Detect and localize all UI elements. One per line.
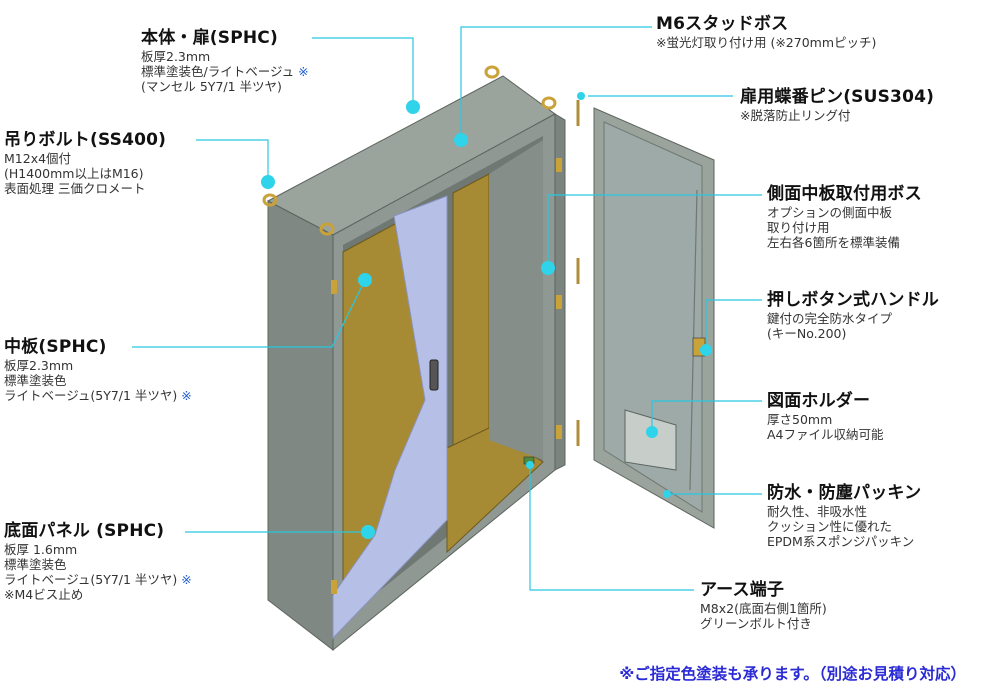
leader-line bbox=[705, 299, 762, 350]
callout-body-door: 本体・扉(SPHC) 板厚2.3mm 標準塗装色/ライトベージュ ※ (マンセル… bbox=[141, 28, 309, 94]
callout-title: 側面中板取付用ボス bbox=[767, 184, 922, 204]
callout-line-text: 標準塗装色/ライトベージュ bbox=[141, 63, 295, 79]
note-mark: ※ bbox=[181, 572, 192, 588]
callout-line: 標準塗装色 bbox=[4, 556, 67, 572]
inner-right-wall bbox=[489, 140, 543, 460]
callout-line: グリーンボルト付き bbox=[700, 615, 812, 631]
bolt-icon bbox=[484, 65, 500, 79]
callout-hanging-bolt: 吊りボルト(SS400) M12x4個付 (H1400mm以上はM16) 表面処… bbox=[4, 130, 166, 196]
callout-line: 標準塗装色/ライトベージュ ※ bbox=[141, 64, 309, 79]
callout-earth: アース端子 M8x2(底面右側1箇所) グリーンボルト付き bbox=[700, 580, 827, 631]
callout-dot bbox=[526, 461, 534, 469]
callout-title: 中板(SPHC) bbox=[4, 337, 107, 357]
callout-line: M12x4個付 bbox=[4, 150, 72, 166]
callout-title: アース端子 bbox=[700, 580, 785, 600]
callout-line: クッション性に優れた bbox=[767, 518, 893, 534]
callout-line: ※脱落防止リング付 bbox=[740, 107, 851, 123]
callout-line: EPDM系スポンジパッキン bbox=[767, 534, 915, 550]
leader-line bbox=[196, 139, 269, 182]
callout-dot bbox=[261, 175, 275, 189]
callout-dot bbox=[700, 344, 712, 356]
leader-line bbox=[312, 37, 414, 107]
callout-title: 吊りボルト(SS400) bbox=[4, 130, 167, 150]
callout-line: (H1400mm以上はM16) bbox=[4, 165, 144, 181]
drawing-holder bbox=[624, 409, 677, 471]
outer-door bbox=[593, 107, 715, 529]
footer-note: ※ご指定色塗装も承ります。（別途お見積り対応） bbox=[619, 665, 966, 683]
callout-line: 板厚 1.6mm bbox=[4, 541, 78, 557]
note-mark: ※ bbox=[181, 388, 192, 404]
note-mark: ※ bbox=[298, 63, 309, 79]
callout-dots bbox=[261, 92, 712, 539]
callout-dot bbox=[406, 100, 420, 114]
callout-title: 防水・防塵パッキン bbox=[767, 483, 922, 503]
hinge-icon bbox=[331, 280, 337, 294]
hinge-icon bbox=[331, 580, 337, 594]
leader-line bbox=[529, 465, 694, 591]
callout-dot bbox=[361, 525, 375, 539]
callout-title: 図面ホルダー bbox=[767, 391, 871, 411]
callout-stud-boss: M6スタッドボス ※蛍光灯取り付け用 (※270mmピッチ) bbox=[656, 14, 876, 50]
callout-handle: 押しボタン式ハンドル 鍵付の完全防水タイプ (キーNo.200) bbox=[767, 290, 939, 341]
callout-dot bbox=[663, 490, 671, 498]
callout-title: 底面パネル (SPHC) bbox=[4, 521, 165, 541]
callout-dot bbox=[577, 92, 585, 100]
callout-line: A4ファイル収納可能 bbox=[767, 426, 884, 442]
callout-line: ライトベージュ(5Y7/1 半ツヤ) ※ bbox=[4, 388, 192, 403]
callout-line-text: ライトベージュ(5Y7/1 半ツヤ) bbox=[4, 572, 178, 588]
callout-dot bbox=[541, 261, 555, 275]
callout-line: 板厚2.3mm bbox=[141, 48, 211, 64]
latch-icon bbox=[429, 359, 439, 391]
callout-line: ライトベージュ(5Y7/1 半ツヤ) ※ bbox=[4, 572, 192, 587]
bolt-icon bbox=[541, 96, 557, 110]
callout-line: 板厚2.3mm bbox=[4, 357, 74, 373]
leader-line bbox=[132, 279, 366, 348]
callout-line: 鍵付の完全防水タイプ bbox=[767, 310, 893, 326]
body-hinges bbox=[331, 158, 562, 594]
cabinet-body bbox=[266, 75, 566, 652]
callout-dot bbox=[358, 273, 372, 287]
callout-line: 厚さ50mm bbox=[767, 411, 833, 427]
callout-line: オプションの側面中板 bbox=[767, 204, 893, 220]
callout-title: 押しボタン式ハンドル bbox=[767, 290, 939, 310]
callout-line: (キーNo.200) bbox=[767, 325, 847, 341]
callout-line: 標準塗装色 bbox=[4, 372, 67, 388]
mid-panel-right bbox=[452, 173, 490, 472]
callout-title: 扉用蝶番ピン(SUS304) bbox=[740, 87, 935, 107]
callout-packing: 防水・防塵パッキン 耐久性、非吸水性 クッション性に優れた EPDM系スポンジパ… bbox=[767, 483, 921, 549]
hinge-icon bbox=[556, 425, 562, 439]
callout-line: ※蛍光灯取り付け用 (※270mmピッチ) bbox=[656, 34, 877, 50]
leader-line bbox=[460, 26, 652, 140]
callout-mid-panel: 中板(SPHC) 板厚2.3mm 標準塗装色 ライトベージュ(5Y7/1 半ツヤ… bbox=[4, 337, 192, 403]
callout-drawing-holder: 図面ホルダー 厚さ50mm A4ファイル収納可能 bbox=[767, 391, 884, 442]
callout-line: 左右各6箇所を標準装備 bbox=[767, 235, 900, 251]
callout-line: M8x2(底面右側1箇所) bbox=[700, 600, 827, 616]
inner-door bbox=[332, 195, 448, 640]
bolt-icon bbox=[319, 222, 335, 236]
callout-line: 取り付け用 bbox=[767, 219, 830, 235]
callout-dot bbox=[454, 133, 468, 147]
callout-hinge-pin: 扉用蝶番ピン(SUS304) ※脱落防止リング付 bbox=[740, 87, 934, 123]
callout-line: ※M4ビス止め bbox=[4, 587, 84, 603]
hinge-icon bbox=[556, 295, 562, 309]
callout-bottom-panel: 底面パネル (SPHC) 板厚 1.6mm 標準塗装色 ライトベージュ(5Y7/… bbox=[4, 521, 192, 603]
callout-title: M6スタッドボス bbox=[656, 14, 789, 34]
bolt-icon bbox=[262, 193, 278, 207]
callout-dot bbox=[646, 426, 658, 438]
callout-line-text: ライトベージュ(5Y7/1 半ツヤ) bbox=[4, 388, 178, 404]
callout-line: 表面処理 三価クロメート bbox=[4, 181, 146, 197]
leader-line bbox=[547, 194, 762, 268]
hanging-bolts bbox=[262, 65, 557, 236]
callout-side-boss: 側面中板取付用ボス オプションの側面中板 取り付け用 左右各6箇所を標準装備 bbox=[767, 184, 922, 250]
callout-line: (マンセル 5Y7/1 半ツヤ) bbox=[141, 79, 282, 95]
leader-lines bbox=[132, 26, 762, 591]
callout-title: 本体・扉(SPHC) bbox=[141, 28, 278, 48]
hinge-icon bbox=[556, 158, 562, 172]
callout-line: 耐久性、非吸水性 bbox=[767, 503, 868, 519]
leader-line bbox=[651, 400, 762, 432]
cabinet-left-face bbox=[267, 200, 334, 652]
